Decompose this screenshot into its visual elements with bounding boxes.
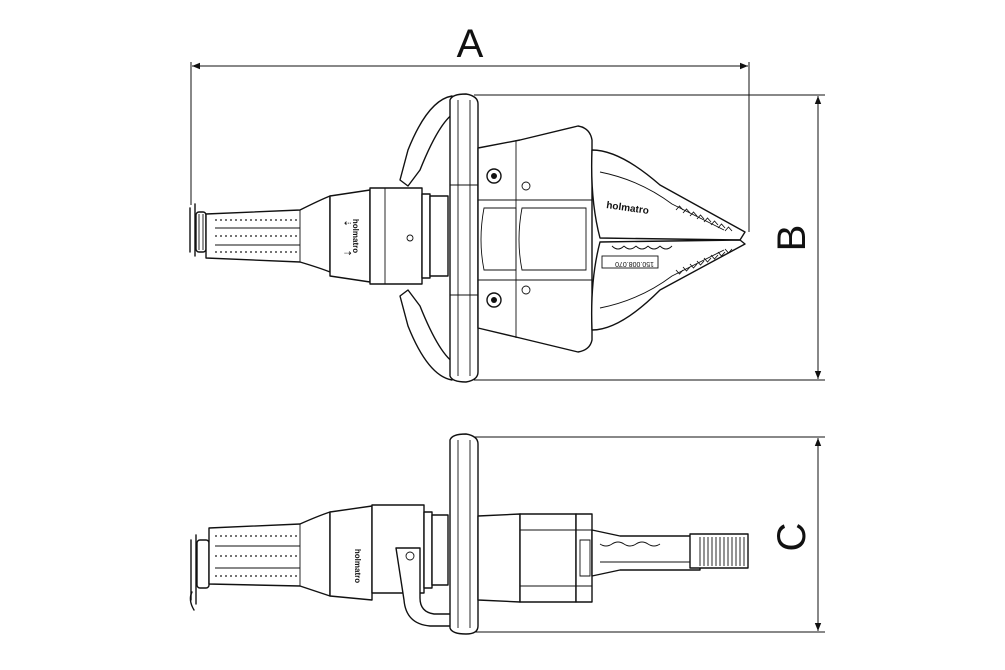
arrow-symbol-top: ⇠	[344, 218, 352, 228]
brand-handle-top: holmatro	[351, 219, 360, 253]
valve-body-side	[371, 504, 453, 627]
grip-handle	[205, 195, 331, 273]
handle-side	[449, 433, 479, 635]
valve-body	[369, 187, 449, 285]
housing-side	[477, 513, 593, 603]
dim-a-label: A	[457, 22, 484, 66]
coupler-side	[189, 534, 210, 611]
spreader-jaws: holmatro 150.008.070	[590, 149, 746, 331]
collar-side: holmatro	[329, 505, 373, 601]
main-housing	[477, 125, 593, 353]
jaws-side	[591, 529, 749, 577]
coupler-tip	[189, 203, 207, 257]
carrying-handle	[399, 93, 479, 383]
dimension-a: A	[190, 22, 750, 232]
tool-top-view: holmatro ⇠ ⇢	[189, 93, 746, 383]
serial-number: 150.008.070	[615, 260, 654, 267]
dim-c-label: C	[770, 523, 814, 552]
grip-side	[208, 511, 331, 597]
dimension-b: B	[474, 94, 825, 381]
brand-handle-side: holmatro	[353, 549, 362, 583]
dimension-c: C	[466, 436, 825, 633]
valve-collar: holmatro ⇠ ⇢	[329, 189, 371, 283]
dim-b-label: B	[770, 225, 814, 252]
arrow-symbol-bottom: ⇢	[344, 248, 352, 258]
tool-side-view: holmatro	[189, 433, 749, 635]
